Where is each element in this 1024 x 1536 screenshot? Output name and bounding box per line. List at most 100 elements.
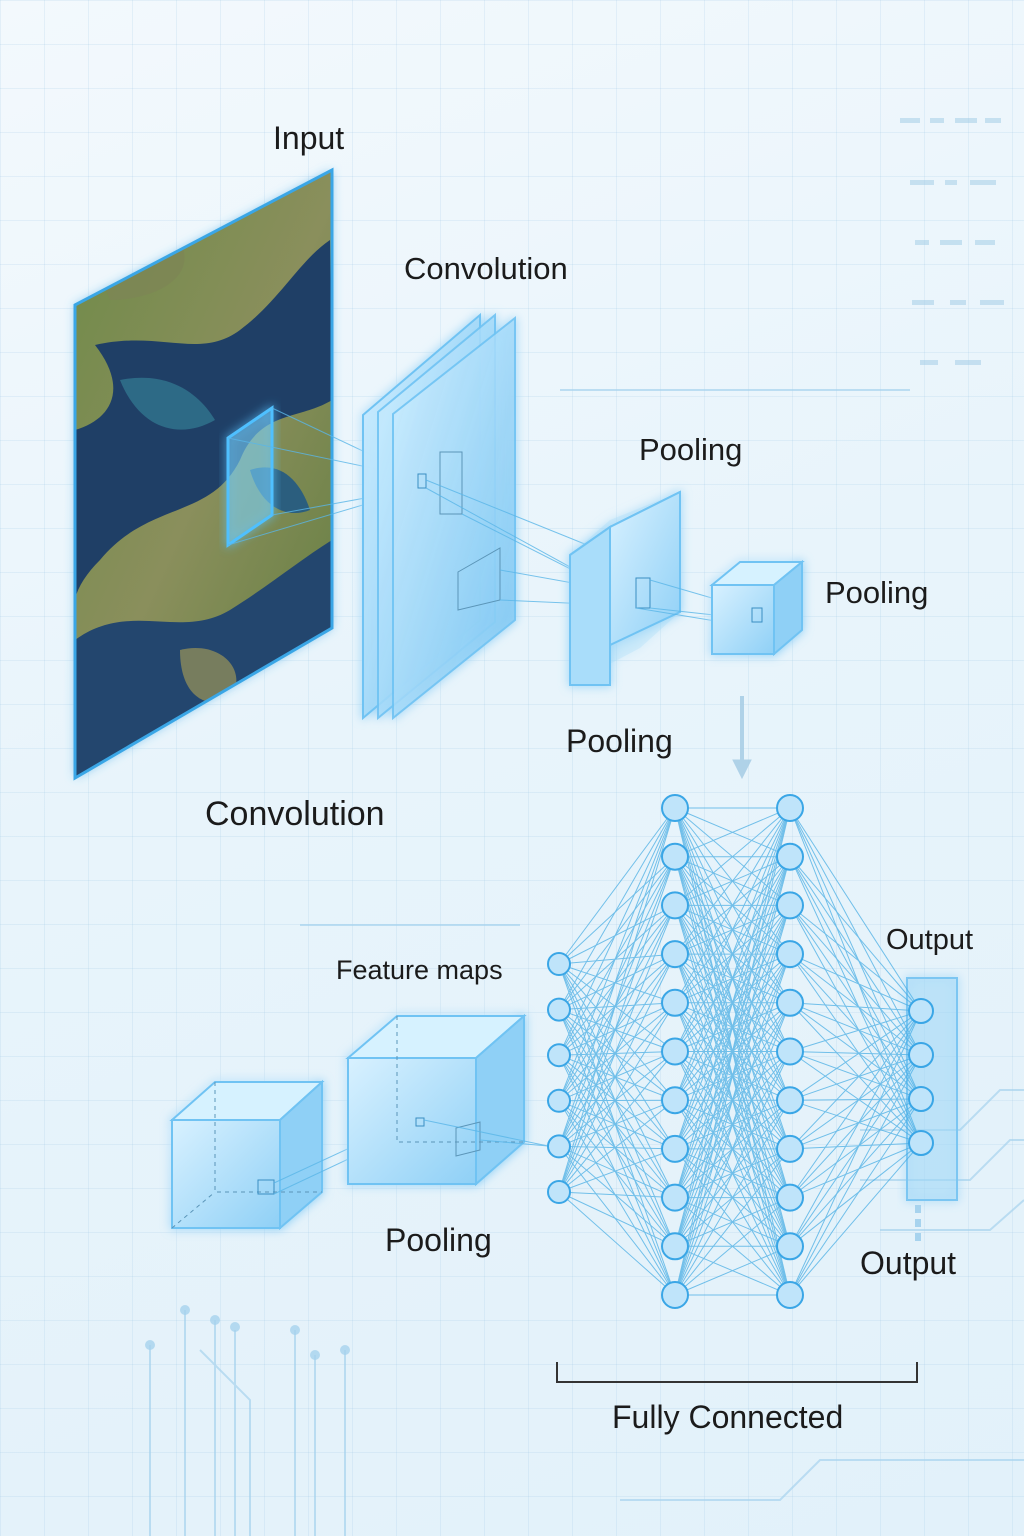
fc-edge [558,1054,676,1296]
fc-edge [558,1009,676,1198]
label-input: Input [273,120,345,156]
label-pooling-2: Pooling [825,575,929,610]
fc-edge [789,1054,922,1296]
fc-edge [789,1002,922,1100]
fc-edge [789,1142,922,1296]
fc-edge [558,963,676,1101]
fc-edge [558,856,676,1056]
fc-edge [789,905,922,1100]
fc-node [908,1130,934,1156]
fc-edge [558,963,676,1150]
fc-edge [789,1099,922,1144]
label-pooling-bottom: Pooling [385,1222,492,1258]
fc-edge [558,1002,676,1011]
down-arrow-icon [732,696,752,780]
fc-edge [789,1098,922,1101]
convolution-stack [362,312,516,721]
fc-edge [674,905,791,1296]
feature-cube-small [169,1079,325,1231]
fc-edge [558,905,676,1147]
fc-edge [558,1009,676,1296]
conv-kernel [439,451,463,515]
pooling-block-2 [709,559,805,657]
fc-edge [558,1054,676,1101]
fc-edge [674,1148,791,1296]
fc-edge [789,1010,922,1150]
fc-node [908,998,934,1024]
fc-edge [558,905,676,1193]
fc-node [547,1043,571,1068]
fc-edge [789,905,922,1144]
fc-node [661,1037,689,1066]
fc-edge [789,856,922,1012]
fc-edge [674,807,791,1296]
fc-edge [789,1098,922,1198]
fc-edge [558,807,676,965]
fc-edge [789,807,922,1056]
fc-edge [789,1142,922,1247]
fc-edge [674,1197,791,1296]
fc-node [776,1134,804,1163]
fc-edge [558,1051,676,1056]
fc-edge [558,953,676,965]
fc-node [776,794,804,822]
fc-edge [558,1099,676,1102]
fc-edge [558,953,676,1056]
fc-edge [789,1054,922,1101]
fc-edge [789,1010,922,1296]
fc-edge [558,807,676,1193]
fc-node [776,1086,804,1115]
label-convolution-top: Convolution [404,251,568,286]
fc-edge [558,1100,676,1150]
fc-edge [674,807,791,955]
fc-edge [558,1146,676,1247]
fc-edge [789,1098,922,1296]
fc-edge [789,1010,922,1247]
fc-edge [558,1054,676,1247]
fc-edge [558,963,676,1247]
fc-edge [789,1051,922,1100]
fc-edge [558,1100,676,1198]
fc-edge [558,1051,676,1102]
fc-edge [558,1009,676,1052]
fc-edge [558,1099,676,1193]
fc-edge [789,953,922,1056]
fc-edge [558,963,676,1004]
fc-edge [789,1002,922,1144]
fc-edge [789,807,922,1012]
fc-edge [558,1191,676,1247]
fc-edge [789,1010,922,1101]
fc-edge [558,953,676,1193]
fc-node [661,1134,689,1163]
circuit-dots [145,1305,350,1360]
fc-node [661,1281,689,1309]
fc-edge [558,807,676,1010]
fc-edge [789,905,922,1056]
fc-edge [558,1191,676,1296]
fc-node [661,842,689,871]
fc-edge [674,807,791,1247]
fc-edge [558,1002,676,1102]
fc-edge [674,807,791,858]
fc-edge [789,856,922,1100]
fc-node [661,988,689,1017]
fc-node [908,1042,934,1068]
fully-connected-bracket [556,1362,918,1383]
fc-edge [558,905,676,1010]
fc-node [776,1232,804,1261]
fc-edge [674,807,791,1004]
fc-node [547,997,571,1022]
fc-edge [558,905,676,1102]
fc-edge [789,1051,922,1144]
fc-edge [674,1099,791,1296]
fc-edge [558,807,676,1101]
fc-edge [558,1051,676,1193]
fc-edge [558,1009,676,1101]
fc-node [776,842,804,871]
fc-node [776,891,804,920]
label-feature-maps: Feature maps [336,955,503,985]
fc-edge [558,953,676,1011]
fc-edge [558,904,676,965]
fc-edge [558,1054,676,1150]
